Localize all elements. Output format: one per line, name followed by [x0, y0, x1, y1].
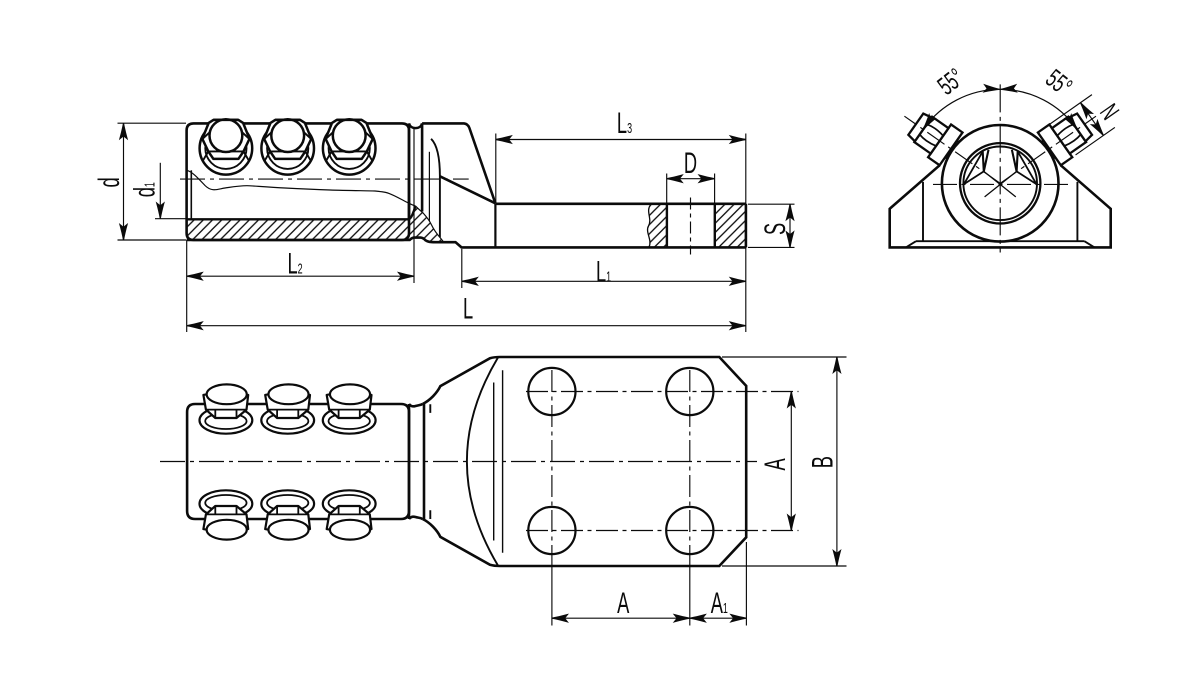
svg-text:S: S: [760, 223, 792, 235]
svg-text:B: B: [807, 456, 839, 468]
svg-text:A: A: [760, 458, 792, 471]
svg-text:L: L: [463, 293, 473, 325]
svg-text:d: d: [94, 177, 126, 187]
svg-text:D: D: [684, 148, 697, 180]
svg-text:A: A: [617, 588, 630, 620]
